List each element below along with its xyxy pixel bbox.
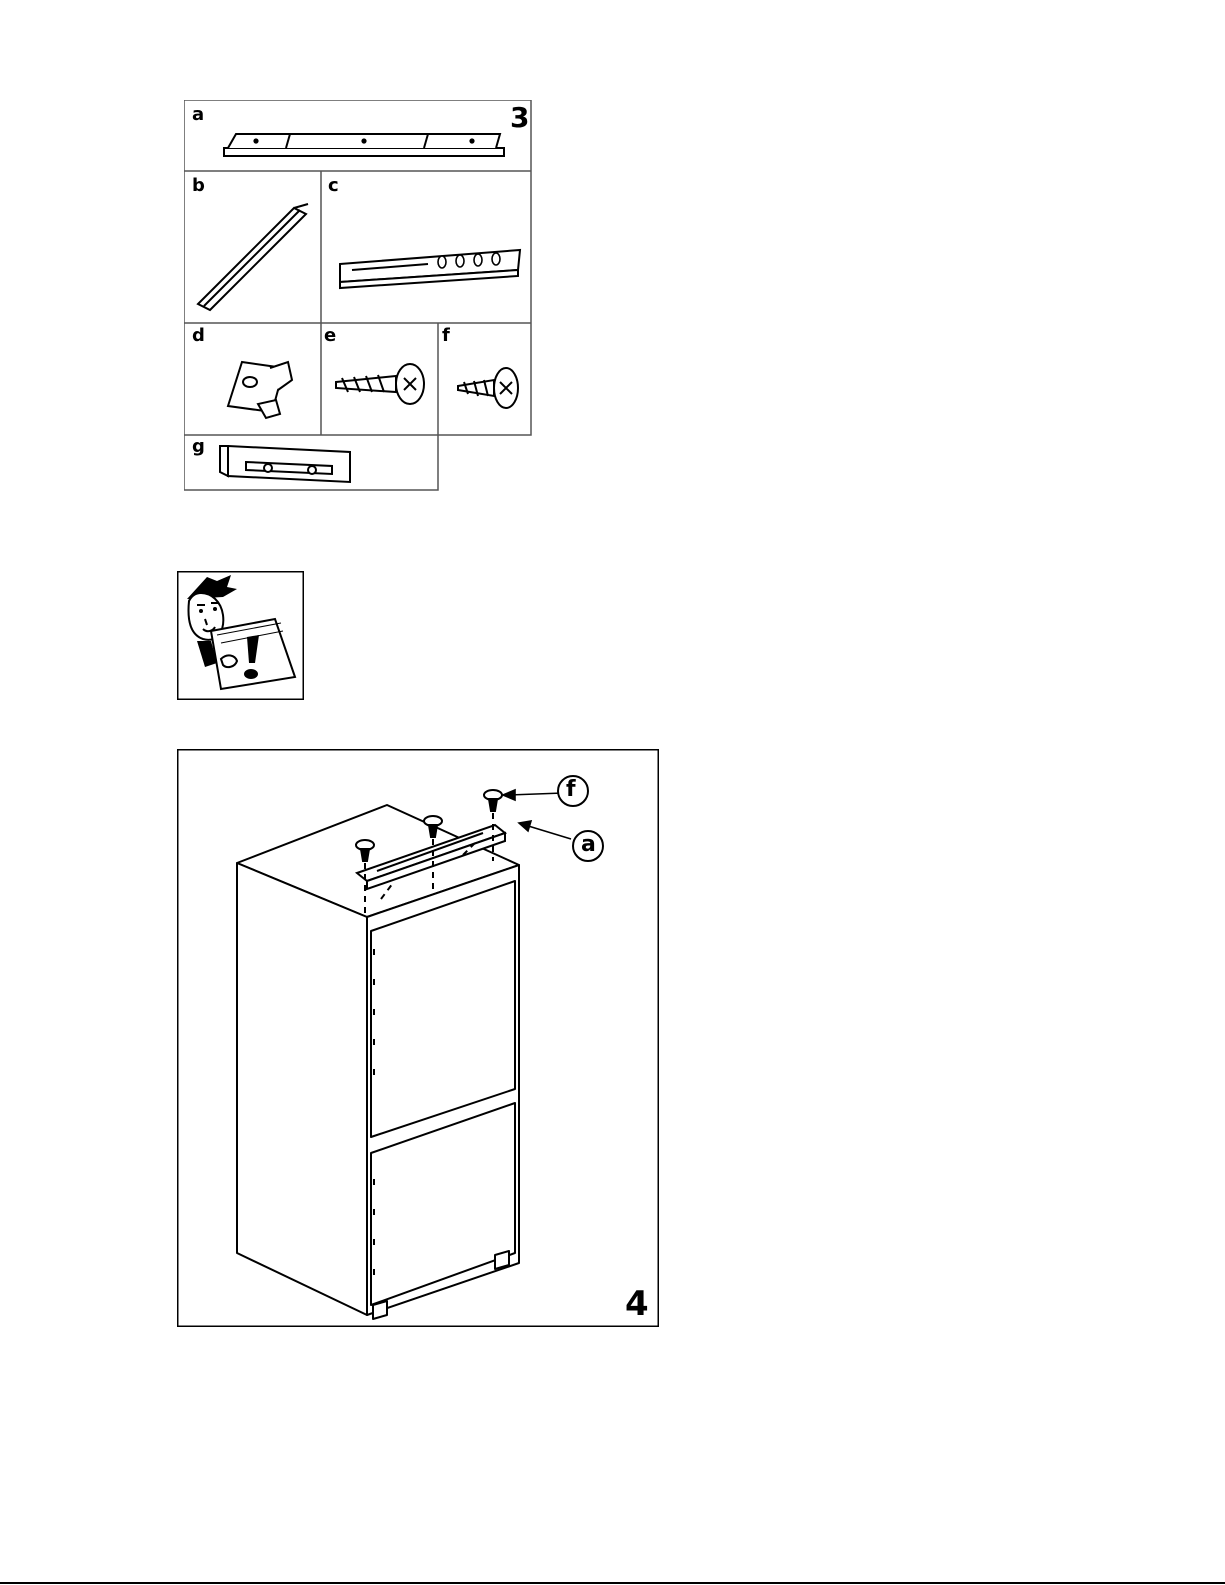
callout-f-label: f <box>566 779 576 801</box>
hinge-clip-icon <box>228 362 292 418</box>
part-label-b: b <box>192 177 205 195</box>
figure-number: 3 <box>510 104 529 132</box>
part-label-e: e <box>324 327 336 345</box>
callout-a-label: a <box>581 834 596 856</box>
part-label-c: c <box>328 177 339 195</box>
parts-figure: a 3 b c d e f g <box>184 100 532 492</box>
part-label-f: f <box>442 327 450 345</box>
part-label-a: a <box>192 106 204 124</box>
wood-screw-icon <box>336 364 424 404</box>
page-bottom-rule <box>0 1582 1225 1584</box>
door-bracket-icon <box>220 446 350 482</box>
slotted-rail-icon <box>340 250 520 288</box>
pan-head-screw-icon <box>458 368 518 408</box>
part-label-d: d <box>192 327 205 345</box>
installation-figure: f a 4 <box>177 749 659 1327</box>
read-instructions-warning-icon <box>177 571 304 700</box>
parts-grid <box>184 100 532 492</box>
part-label-g: g <box>192 438 205 456</box>
figure-number: 4 <box>625 1287 649 1321</box>
angle-strip-icon <box>198 204 308 310</box>
top-bracket-icon <box>224 134 504 156</box>
